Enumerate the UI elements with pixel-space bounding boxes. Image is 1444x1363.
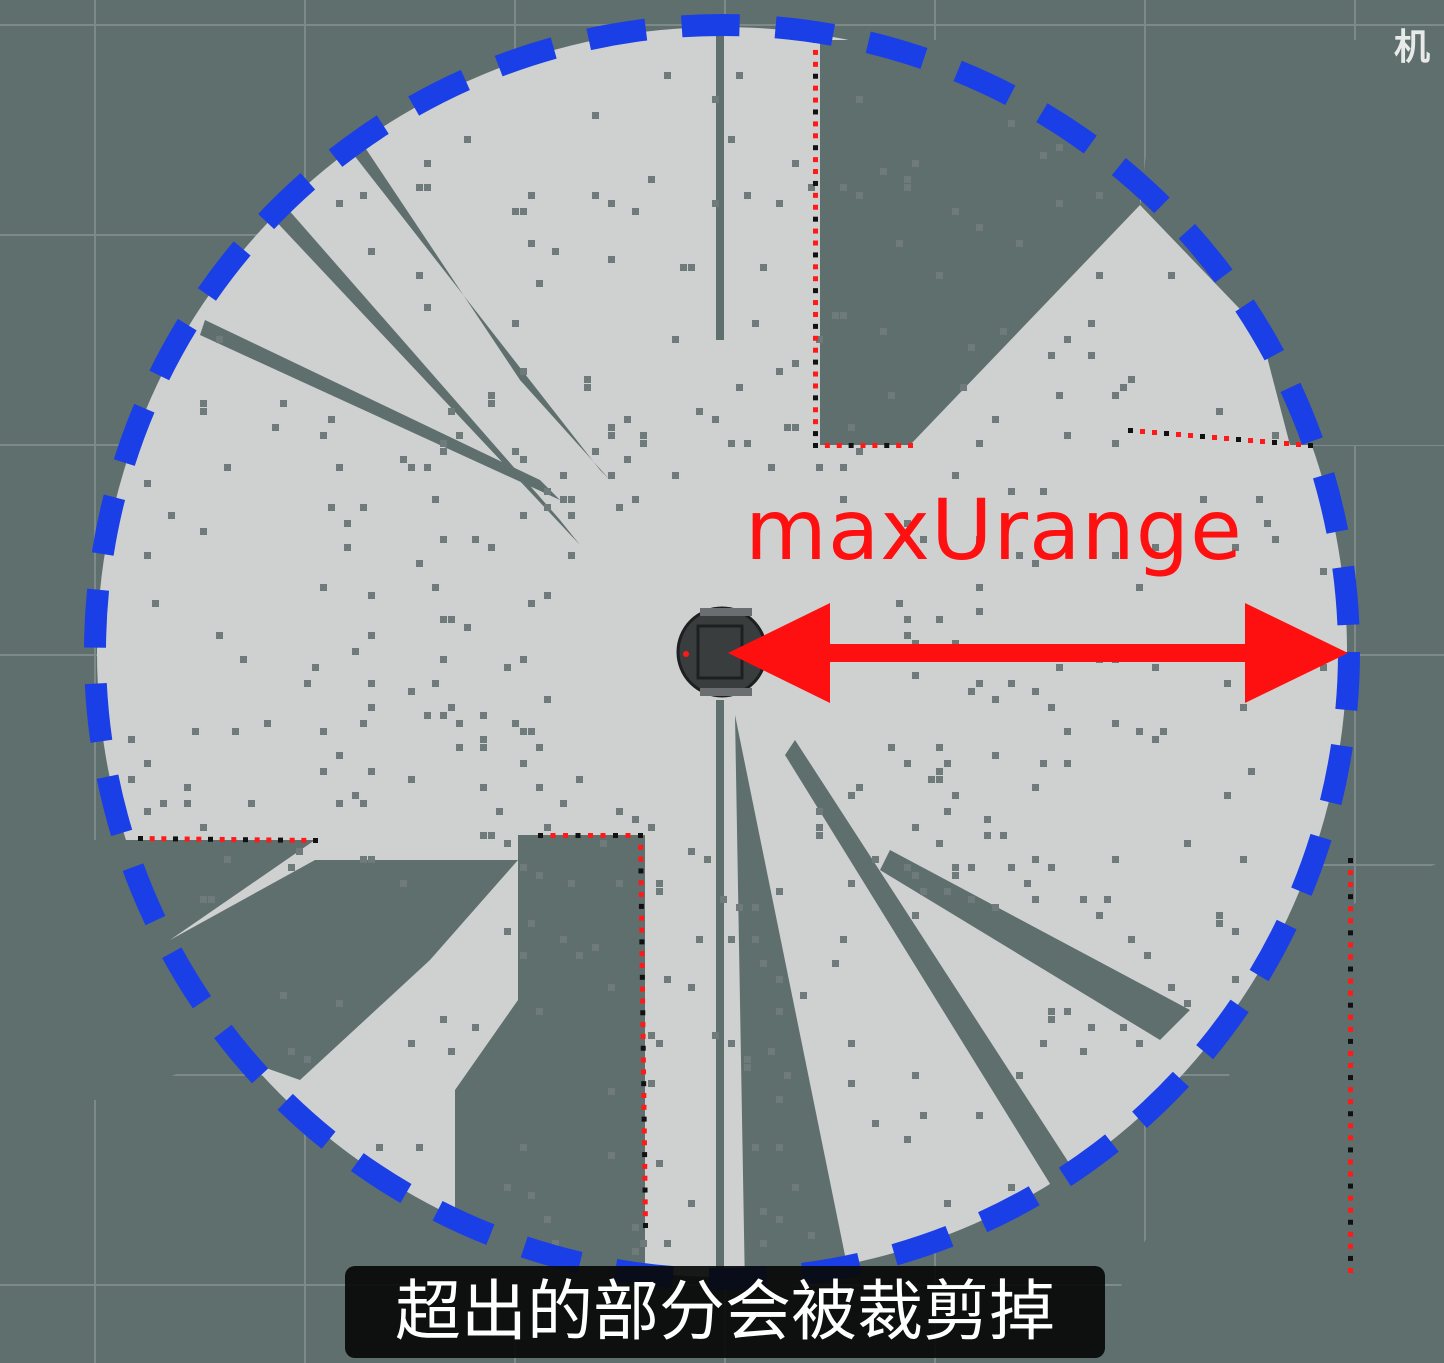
laser-scan-points: [138, 38, 1353, 1273]
max-urange-label: maxUrange: [745, 481, 1243, 579]
watermark: 机: [1394, 27, 1431, 68]
unknown-regions: [0, 20, 1444, 1363]
range-arrow: [728, 603, 1348, 703]
occupancy-speckles: [128, 72, 1327, 1255]
subtitle-caption: 超出的部分会被裁剪掉: [345, 1266, 1105, 1358]
